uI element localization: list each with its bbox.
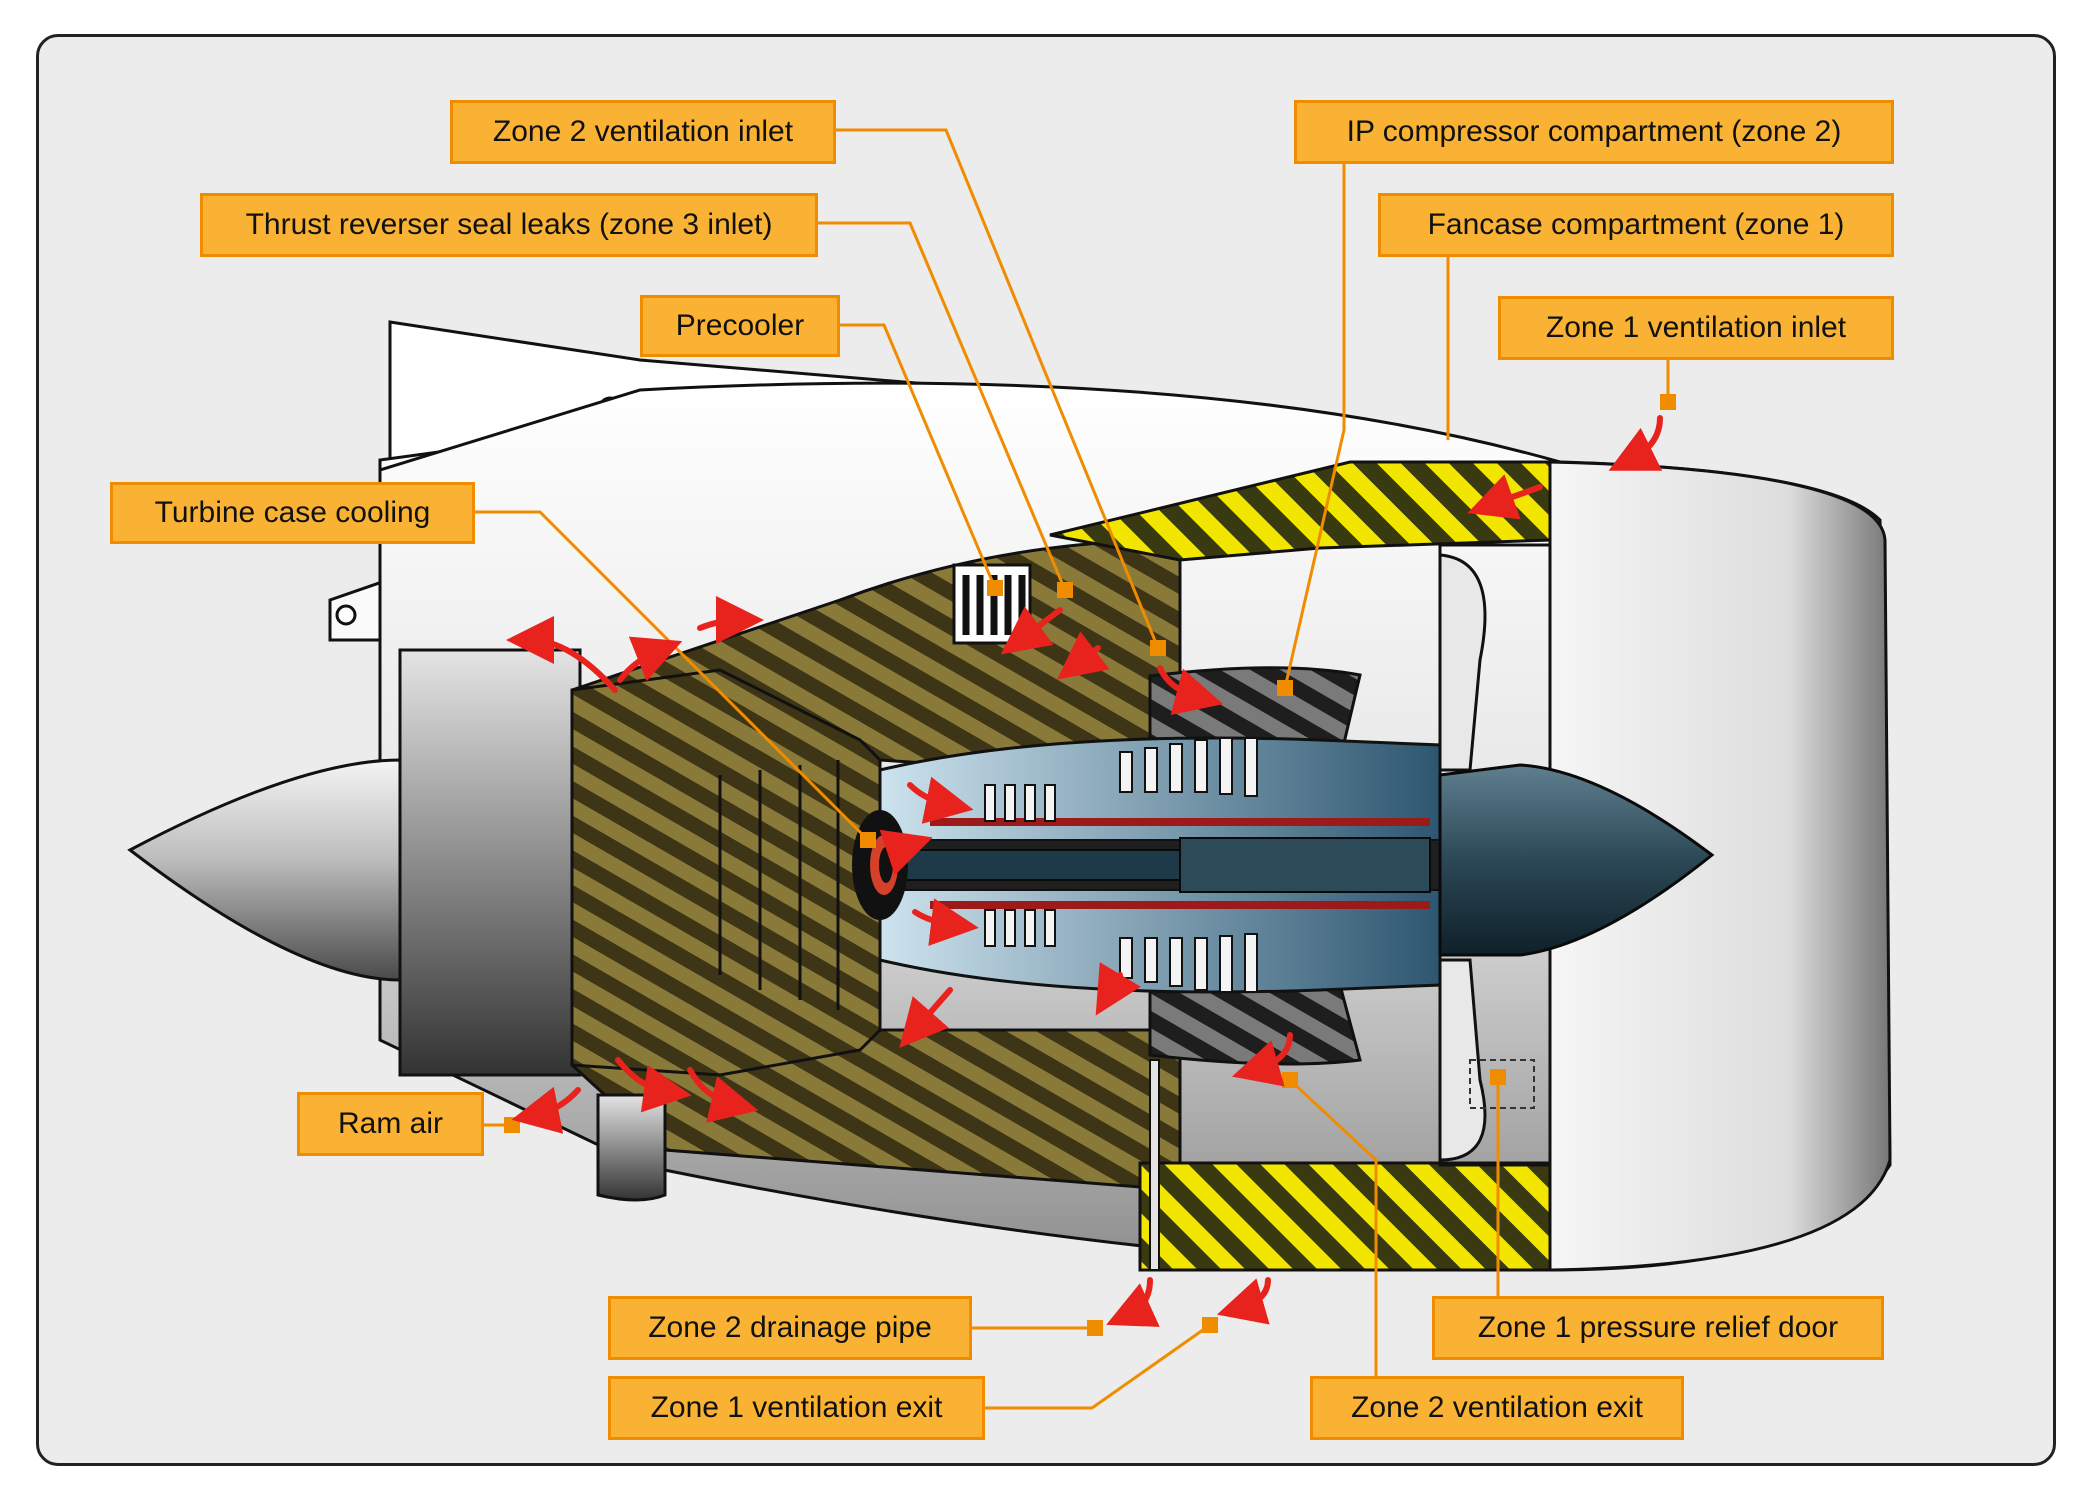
turbine-case-cooling-ring [852, 810, 908, 920]
label-zone1-ventilation-inlet: Zone 1 ventilation inlet [1498, 296, 1894, 360]
zone2-drainage-pipe [1149, 1059, 1160, 1271]
zone1-pressure-relief-door [1469, 1059, 1535, 1109]
airflow-arrows [506, 415, 1663, 1327]
spinner [1438, 763, 1715, 957]
exhaust-nozzle [398, 648, 582, 1077]
label-ip-compressor-compartment: IP compressor compartment (zone 2) [1294, 100, 1894, 164]
ram-air-scoop [596, 1093, 667, 1202]
label-thrust-reverser-seal-leaks: Thrust reverser seal leaks (zone 3 inlet… [200, 193, 818, 257]
label-zone1-pressure-relief-door: Zone 1 pressure relief door [1432, 1296, 1884, 1360]
leader-endpoints [504, 394, 1676, 1336]
label-zone2-ventilation-inlet: Zone 2 ventilation inlet [450, 100, 836, 164]
precooler-grille [952, 563, 1032, 645]
label-fancase-compartment: Fancase compartment (zone 1) [1378, 193, 1894, 257]
label-zone2-drainage-pipe: Zone 2 drainage pipe [608, 1296, 972, 1360]
leader-lines [475, 128, 1670, 1410]
turbine-blades [984, 784, 1056, 947]
label-zone2-ventilation-exit: Zone 2 ventilation exit [1310, 1376, 1684, 1440]
turbine-casing [570, 668, 882, 1077]
label-zone1-ventilation-exit: Zone 1 ventilation exit [608, 1376, 985, 1440]
label-turbine-case-cooling: Turbine case cooling [110, 482, 475, 544]
exhaust-cone [127, 758, 402, 982]
zone1-fancase-compartment [1049, 460, 1552, 1272]
fan-blades [1438, 543, 1552, 1167]
label-ram-air: Ram air [297, 1092, 484, 1156]
compressor-blades [1119, 737, 1258, 993]
label-precooler: Precooler [640, 295, 840, 357]
